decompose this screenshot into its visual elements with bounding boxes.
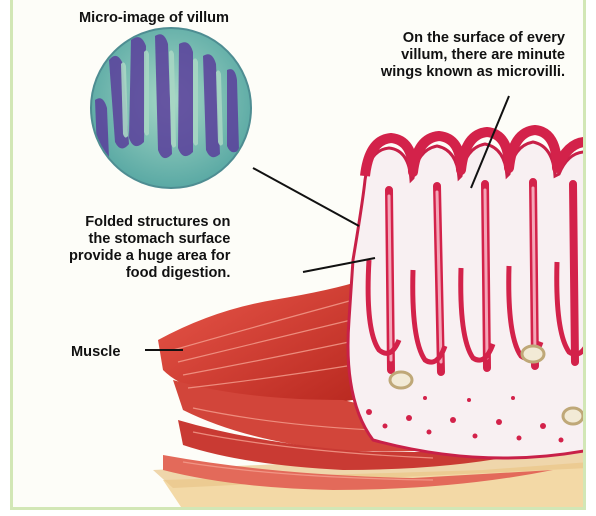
folded-structures-label: Folded structures on the stomach surface… (69, 214, 230, 282)
microvilli-label-line: wings known as microvilli. (381, 64, 565, 81)
micro-image-label: Micro-image of villum (79, 10, 229, 27)
microvilli-label: On the surface of every villum, there ar… (381, 30, 565, 81)
folded-label-line: the stomach surface (69, 231, 230, 248)
folded-label-line: food digestion. (69, 265, 230, 282)
folded-label-line: provide a huge area for (69, 248, 230, 265)
villi-block (348, 130, 586, 458)
muscle-label: Muscle (71, 344, 120, 361)
microvilli-label-line: On the surface of every (381, 30, 565, 47)
folded-label-line: Folded structures on (69, 214, 230, 231)
microvilli-label-line: villum, there are minute (381, 47, 565, 64)
micro-image-circle (91, 28, 251, 188)
diagram-frame: Micro-image of villum On the surface of … (10, 0, 586, 510)
